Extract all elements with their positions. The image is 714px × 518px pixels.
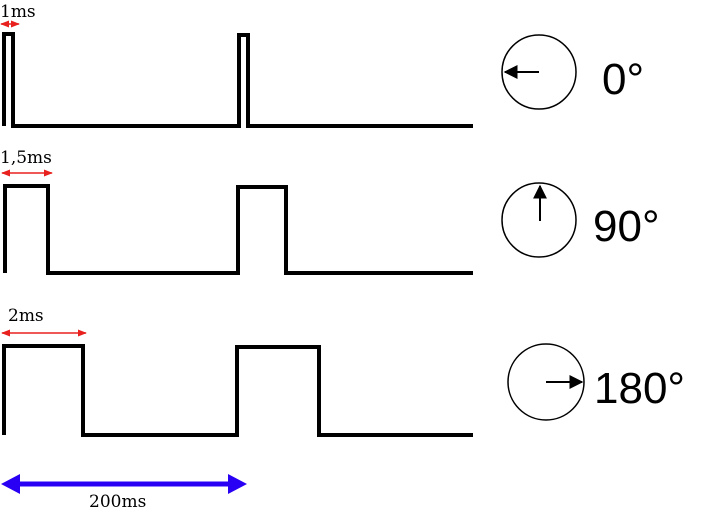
angle-label-90deg: 90°: [593, 202, 660, 251]
period-arrow-left-head-icon: [1, 474, 20, 494]
pwm-waveform-1ms: [2, 32, 473, 128]
period-label: 200ms: [89, 492, 146, 512]
pulse-width-label-2ms: 2ms: [8, 306, 44, 326]
row-1ms: 1ms 0°: [0, 2, 644, 128]
pulse-width-label-1ms: 1ms: [0, 2, 36, 22]
pwm-waveform-1-5ms: [3, 184, 473, 275]
angle-label-180deg: 180°: [594, 364, 685, 413]
angle-label-0deg: 0°: [602, 55, 644, 104]
pulse-width-label-1-5ms: 1,5ms: [0, 148, 52, 168]
period-indicator: 200ms: [1, 474, 247, 512]
period-arrow-right-head-icon: [228, 474, 247, 494]
row-1-5ms: 1,5ms 90°: [0, 148, 660, 275]
pwm-waveform-2ms: [2, 344, 473, 437]
row-2ms: 2ms 180°: [1, 306, 685, 437]
